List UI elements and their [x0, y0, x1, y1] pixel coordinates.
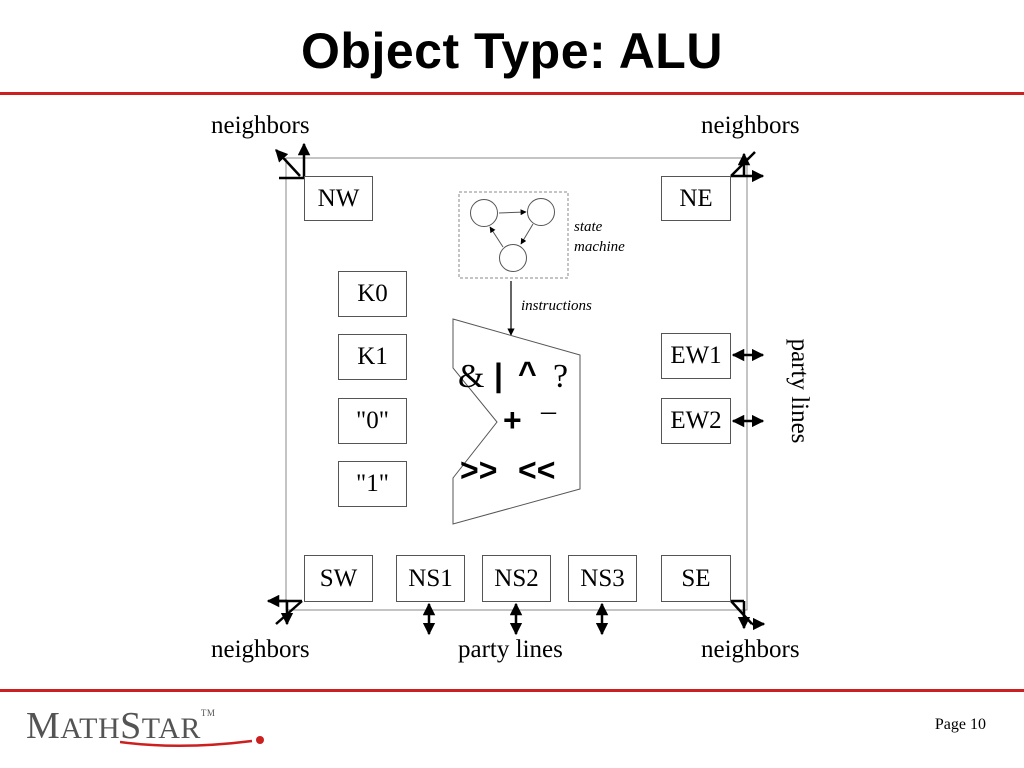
block-ew1: EW1	[661, 333, 731, 379]
block-nw: NW	[304, 176, 373, 221]
state-machine-box	[458, 191, 569, 279]
logo-dot	[256, 736, 264, 744]
op-shift-right: >>	[460, 452, 498, 488]
neighbors-label-top-left: neighbors	[211, 112, 310, 139]
op-xor: ^	[518, 355, 537, 391]
slide-title: Object Type: ALU	[301, 23, 723, 79]
block-const-0: "0"	[338, 398, 407, 444]
state-machine-label: state machine	[574, 219, 625, 255]
block-ns1: NS1	[396, 555, 465, 602]
alu-shape	[452, 318, 581, 525]
state-transition-3-1	[489, 226, 504, 248]
op-add: +	[503, 402, 522, 438]
footer-divider	[0, 689, 1024, 692]
nw-neighbor-arrow	[275, 142, 311, 180]
state-transition-2-3	[520, 223, 534, 245]
state-transition-1-2	[498, 209, 527, 216]
se-neighbor-arrow	[730, 599, 766, 631]
block-se: SE	[661, 555, 731, 602]
party-lines-label-right: party lines	[786, 338, 813, 444]
neighbors-label-top-right: neighbors	[701, 112, 800, 139]
page-number: Page 10	[934, 716, 986, 733]
block-k0: K0	[338, 271, 407, 317]
sw-neighbor-arrow	[266, 594, 303, 626]
block-k1: K1	[338, 334, 407, 380]
op-select: ?	[553, 358, 569, 395]
op-subtract: –	[541, 394, 556, 427]
logo-swoosh	[120, 739, 253, 747]
state-node-2	[527, 198, 555, 226]
op-or: |	[494, 357, 503, 393]
block-ew2: EW2	[661, 398, 731, 444]
mathstar-logo: MATHSTARTM	[26, 705, 216, 747]
state-node-3	[499, 244, 527, 272]
block-ns2: NS2	[482, 555, 551, 602]
party-lines-label-bottom: party lines	[458, 636, 563, 663]
block-ns3: NS3	[568, 555, 637, 602]
neighbors-label-bottom-right: neighbors	[701, 636, 800, 663]
ne-neighbor-arrow	[730, 151, 765, 183]
neighbors-label-bottom-left: neighbors	[211, 636, 310, 663]
title-divider	[0, 92, 1024, 95]
instructions-label: instructions	[521, 298, 592, 314]
op-shift-left: <<	[518, 452, 556, 488]
block-const-1: "1"	[338, 461, 407, 507]
op-and: &	[458, 358, 485, 395]
block-ne: NE	[661, 176, 731, 221]
state-node-1	[470, 199, 498, 227]
block-sw: SW	[304, 555, 373, 602]
